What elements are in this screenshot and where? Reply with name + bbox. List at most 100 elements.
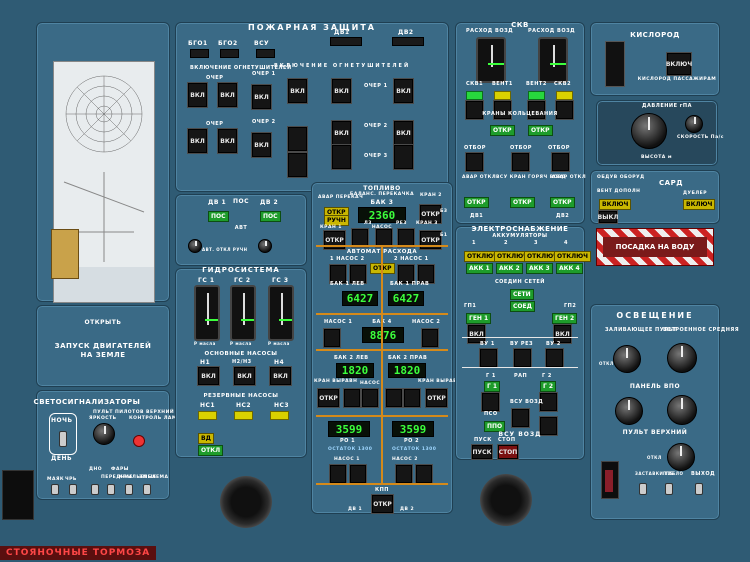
fire-vsu-och2-button[interactable]: ВКЛ — [252, 133, 271, 157]
ro2-pump1-button[interactable] — [396, 465, 412, 483]
dno-switch[interactable] — [91, 484, 99, 495]
kran1-otkr-button[interactable]: ОТКР — [324, 231, 345, 249]
sard-vkl-indicator[interactable]: ВКЛЮЧ — [599, 199, 632, 210]
fire-dv1-och3a-button[interactable] — [288, 153, 307, 177]
chr-switch[interactable] — [69, 484, 77, 495]
skv2-button[interactable] — [556, 101, 573, 119]
night-day-toggle[interactable] — [59, 431, 67, 447]
vsu-pusk-button[interactable]: ПУСК — [472, 445, 492, 459]
n4-vkl-button[interactable]: ВКЛ — [270, 367, 291, 385]
fire-dv2-och3-button[interactable] — [394, 145, 413, 169]
n1-vkl-button[interactable]: ВКЛ — [198, 367, 219, 385]
sard-off-button[interactable]: ВЫКЛ — [598, 211, 618, 223]
pressure-knob[interactable] — [631, 113, 667, 149]
fire-bgo2-vkl-button[interactable]: ВКЛ — [218, 83, 237, 107]
gen2-indicator[interactable]: ГЕН 2 — [552, 313, 578, 324]
wing-switch[interactable] — [125, 484, 133, 495]
vpo-knob-left[interactable] — [615, 397, 643, 425]
fire-dv2-vkl-button[interactable]: ВКЛ — [394, 79, 413, 103]
bak4-pump-l-button[interactable] — [324, 329, 340, 347]
exit-switch[interactable] — [695, 483, 703, 495]
dubler-vkl-indicator[interactable]: ВКЛЮЧ — [683, 199, 716, 210]
gp2-vkl-button[interactable]: ВКЛ — [554, 325, 571, 343]
built-knob[interactable] — [667, 343, 697, 373]
fire-bgo1-vkl-button[interactable]: ВКЛ — [188, 83, 207, 107]
emblem-switch[interactable] — [143, 484, 151, 495]
akk4-button[interactable]: АКК 4 — [556, 263, 583, 274]
fire-dv1-vkl-button[interactable]: ВКЛ — [332, 79, 351, 103]
fire-bgo2-och2-button[interactable]: ВКЛ — [218, 129, 237, 153]
zastavka-switch[interactable] — [639, 483, 647, 495]
akk2-button[interactable]: АКК 2 — [496, 263, 523, 274]
otbor-l-button[interactable] — [466, 153, 483, 171]
kran-vyravn-r-button[interactable]: ОТКР — [426, 389, 447, 407]
akk3-button[interactable]: АКК 3 — [526, 263, 553, 274]
otbor-r-button[interactable] — [552, 153, 569, 171]
akk1-button[interactable]: АКК 1 — [466, 263, 493, 274]
kpp-otkr-button[interactable]: ОТКР — [372, 495, 393, 513]
upper-knob[interactable] — [667, 443, 695, 471]
soed-indicator[interactable]: СОЕД — [510, 301, 535, 312]
left-joystick[interactable] — [220, 476, 272, 528]
ppo-indicator[interactable]: ППО — [484, 421, 506, 432]
seti-indicator[interactable]: СЕТИ — [510, 289, 534, 300]
speed-knob[interactable] — [685, 115, 703, 133]
rap-button[interactable] — [512, 409, 529, 427]
front-switch[interactable] — [107, 484, 115, 495]
ostatok2-label[interactable]: ОСТАТОК 1300 — [392, 447, 437, 452]
open-label[interactable]: ОТКРЫТЬ — [84, 319, 122, 326]
ro2-pump2-button[interactable] — [416, 465, 432, 483]
ring-l-indicator[interactable]: ОТКР — [490, 125, 515, 136]
avar-l-indicator[interactable]: ОТКР — [464, 197, 489, 208]
g2-indicator[interactable]: Г 2 — [540, 381, 557, 392]
pos-dv2-knob[interactable] — [258, 239, 272, 253]
fire-bgo1-och2-button[interactable]: ВКЛ — [188, 129, 207, 153]
flood-knob[interactable] — [613, 345, 641, 373]
ring-r-indicator[interactable]: ОТКР — [528, 125, 553, 136]
g2-button[interactable] — [540, 393, 557, 411]
otbor-c-button[interactable] — [512, 153, 529, 171]
vpo-knob-right[interactable] — [667, 395, 697, 425]
bak2-pump-r1-button[interactable] — [386, 389, 402, 407]
kran-vyravn-l-button[interactable]: ОТКР — [318, 389, 339, 407]
ostatok1-label[interactable]: ОСТАТОК 1300 — [328, 447, 373, 452]
oxygen-vkl-button[interactable]: ВКЛЮЧ — [666, 53, 692, 75]
ro1-pump2-button[interactable] — [350, 465, 366, 483]
kran2-otkr-button[interactable]: ОТКР — [420, 205, 441, 223]
n2n3-vkl-button[interactable]: ВКЛ — [234, 367, 255, 385]
bak4-pump-r-button[interactable] — [422, 329, 438, 347]
fire-vsu-vkl-button[interactable]: ВКЛ — [252, 85, 271, 109]
avt-1-pump2-button[interactable] — [350, 265, 366, 283]
gen1-indicator[interactable]: ГЕН 1 — [466, 313, 492, 324]
kran3-otkr-button[interactable]: ОТКР — [420, 231, 441, 249]
ro1-pump1-button[interactable] — [330, 465, 346, 483]
vent1-button[interactable] — [494, 101, 511, 119]
side-lever-handle[interactable] — [605, 470, 613, 492]
avt-2-pump1-button[interactable] — [398, 265, 414, 283]
ppo-button[interactable] — [540, 417, 557, 435]
bak2-pump-r2-button[interactable] — [404, 389, 420, 407]
gp1-vkl-button[interactable]: ВКЛ — [468, 325, 485, 343]
avar-r-indicator[interactable]: ОТКР — [550, 197, 575, 208]
avt-1-pump1-button[interactable] — [330, 265, 346, 283]
side-switch-block[interactable] — [2, 470, 34, 520]
vent2-button[interactable] — [528, 101, 545, 119]
vsu-stop-button[interactable]: СТОП — [498, 445, 518, 459]
beacon-switch[interactable] — [51, 484, 59, 495]
vu2-button[interactable] — [546, 349, 563, 367]
fire-dv1-och1-button[interactable]: ВКЛ — [288, 79, 307, 103]
fire-dv1-och3-button[interactable] — [332, 145, 351, 169]
vu1-button[interactable] — [480, 349, 497, 367]
fire-dv1-och2-button[interactable]: ВКЛ — [332, 121, 351, 145]
skv1-button[interactable] — [466, 101, 483, 119]
lamp-test-button[interactable] — [133, 435, 145, 447]
pos-dv1-knob[interactable] — [188, 239, 202, 253]
g1-indicator[interactable]: Г 1 — [484, 381, 501, 392]
bak2-pump-l2-button[interactable] — [362, 389, 378, 407]
vuraz-button[interactable] — [514, 349, 531, 367]
g1-button[interactable] — [482, 393, 499, 411]
ditching-button[interactable]: ПОСАДКА НА ВОДУ — [596, 228, 714, 266]
avt-2-pump2-button[interactable] — [418, 265, 434, 283]
ns1-otkl-indicator[interactable]: ОТКЛ — [198, 445, 224, 456]
fire-dv2-och2-button[interactable]: ВКЛ — [394, 121, 413, 145]
